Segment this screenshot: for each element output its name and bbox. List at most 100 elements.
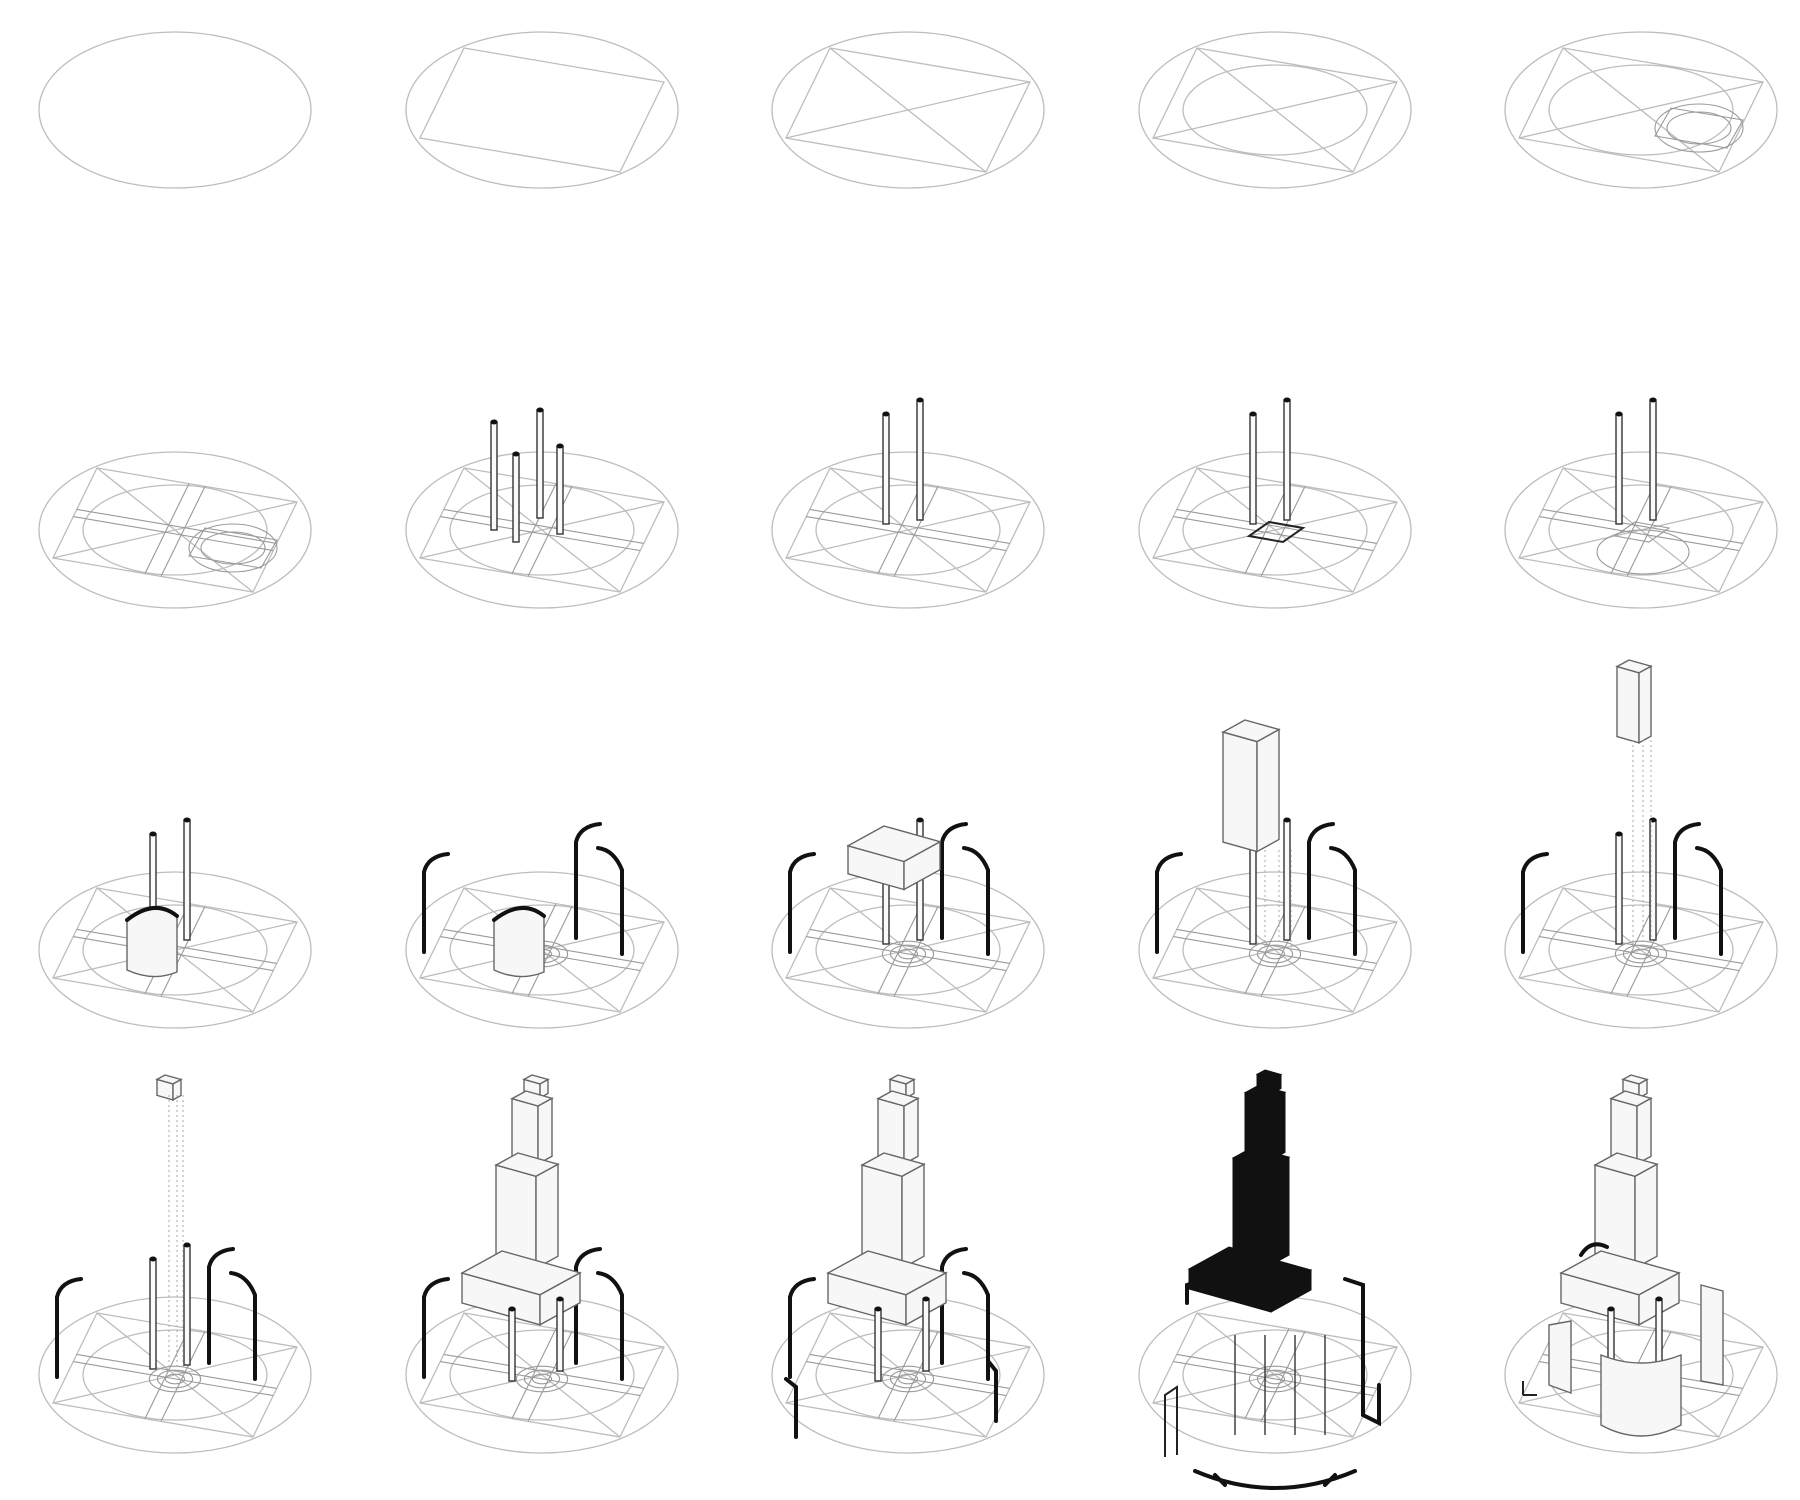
quadrant-ellipse-inner xyxy=(1666,111,1732,145)
podium-top xyxy=(460,1250,582,1296)
curved-wall xyxy=(422,1277,450,1379)
center-rings xyxy=(897,1373,919,1385)
column xyxy=(1655,1298,1663,1372)
quadrant-ellipse xyxy=(188,523,278,573)
cylinder-rim xyxy=(125,906,179,922)
center-rings xyxy=(515,1365,569,1393)
column-cap xyxy=(556,1296,564,1302)
center-rings xyxy=(1622,944,1660,964)
grid-band xyxy=(73,516,274,552)
column-cap xyxy=(1283,817,1291,823)
diagonal-line xyxy=(1152,501,1398,559)
curved-wall xyxy=(422,852,450,954)
center-rings xyxy=(164,1373,186,1385)
cylinder xyxy=(493,907,545,978)
inner-ellipse xyxy=(815,1329,1001,1421)
step-r3-c3 xyxy=(771,817,1045,1029)
column xyxy=(1249,413,1257,525)
tower-upper-side xyxy=(1270,1091,1286,1161)
curved-wall xyxy=(962,1271,990,1381)
grid-band xyxy=(443,1353,644,1389)
center-rings xyxy=(1256,944,1294,964)
step-r1-c1 xyxy=(38,31,312,189)
cylinder xyxy=(126,907,178,978)
grid-band xyxy=(806,1361,1007,1397)
inscribed-square xyxy=(419,47,665,173)
curved-wall xyxy=(788,1277,816,1379)
curved-wall xyxy=(962,846,990,956)
center-rings xyxy=(1256,1369,1294,1389)
diagonal-line xyxy=(785,921,1031,979)
step-r2-c2 xyxy=(405,407,679,609)
tower-upper-side xyxy=(537,1097,553,1166)
step-r1-c2 xyxy=(405,31,679,189)
solid-wall-mark xyxy=(1522,1381,1537,1396)
grid-band xyxy=(877,1328,923,1419)
tower-lower-side xyxy=(1634,1163,1658,1270)
solid-wall xyxy=(1700,1284,1724,1386)
tower-side xyxy=(1222,731,1258,853)
curved-wall xyxy=(229,1271,257,1381)
tower-upper-side xyxy=(1636,1097,1652,1166)
grid-band xyxy=(806,936,1007,972)
step-r2-c1 xyxy=(38,451,312,609)
center-square xyxy=(1613,521,1671,543)
inner-ellipse xyxy=(82,1329,268,1421)
column-cap xyxy=(1649,397,1657,403)
base-ellipse xyxy=(1504,451,1778,609)
column xyxy=(183,819,191,941)
curved-wall xyxy=(207,1247,235,1365)
grid-band xyxy=(160,906,206,997)
center-rings xyxy=(156,1369,194,1389)
curved-wall xyxy=(55,1277,83,1379)
curved-wall xyxy=(940,1247,968,1365)
inner-ellipse xyxy=(1182,64,1368,156)
grid-band xyxy=(877,903,923,994)
column-cap xyxy=(183,817,191,823)
tower-upper-top xyxy=(1243,1084,1287,1101)
grid-band xyxy=(893,486,939,577)
inner-ellipse xyxy=(1182,484,1368,576)
diagonal-line xyxy=(785,1346,1031,1404)
base-ellipse xyxy=(771,31,1045,189)
center-rings xyxy=(523,1369,561,1389)
inner-ellipse xyxy=(1548,64,1734,156)
column xyxy=(1283,819,1291,941)
center-rings xyxy=(531,1373,553,1385)
solid-wall xyxy=(1548,1320,1572,1394)
column-cap xyxy=(183,1242,191,1248)
grid-band xyxy=(809,508,1010,544)
grid-band xyxy=(877,483,923,574)
solid-core xyxy=(1600,1353,1682,1437)
grid-band xyxy=(1176,928,1377,964)
column xyxy=(183,1244,191,1366)
grid-band xyxy=(440,516,641,552)
grid-band xyxy=(73,1361,274,1397)
inner-ellipse xyxy=(82,484,268,576)
curved-wall xyxy=(596,1271,624,1381)
inner-ellipse xyxy=(1182,1329,1368,1421)
curved-wall xyxy=(1673,822,1701,940)
complex-wall xyxy=(1164,1385,1178,1457)
step-r3-c2 xyxy=(405,822,679,1029)
curved-wall xyxy=(1307,822,1335,940)
curved-wall xyxy=(788,852,816,954)
inner-ellipse xyxy=(815,904,1001,996)
step-r1-c4 xyxy=(1138,31,1412,189)
spire-top-top xyxy=(1621,1074,1649,1085)
spire-top-top xyxy=(155,1074,183,1085)
base-ellipse xyxy=(1138,871,1412,1029)
diagonal-line xyxy=(419,501,665,559)
step-r4-c2 xyxy=(405,1074,679,1454)
grid-band xyxy=(511,483,557,574)
grid-band xyxy=(443,508,644,544)
diagonal-line xyxy=(785,501,1031,559)
column-cap xyxy=(149,831,157,837)
base-ellipse xyxy=(405,31,679,189)
tower-lower-side xyxy=(1268,1156,1290,1267)
step-r4-c5 xyxy=(1504,1074,1778,1454)
column xyxy=(556,1298,564,1372)
tower-side xyxy=(1256,728,1280,853)
extra-wall xyxy=(986,1359,998,1423)
